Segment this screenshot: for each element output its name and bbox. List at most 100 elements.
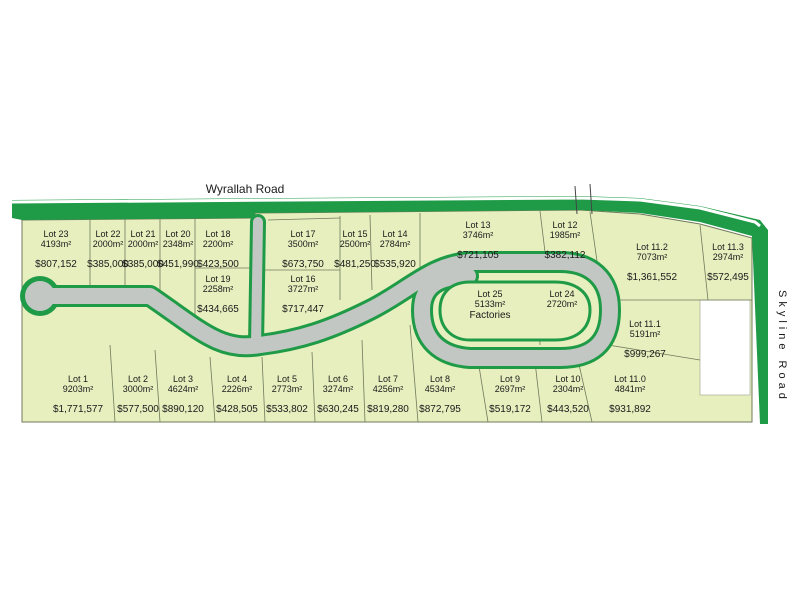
lot-price: $443,520 bbox=[547, 404, 589, 415]
lot-name: Lot 16 bbox=[290, 274, 315, 284]
lot-price: $577,500 bbox=[117, 404, 159, 415]
lot-area: 7073m² bbox=[637, 252, 668, 262]
lot-name: Lot 10 bbox=[555, 374, 580, 384]
lot-name: Lot 5 bbox=[277, 374, 297, 384]
lot-name: Lot 11.0 bbox=[614, 374, 646, 384]
lot-price: $1,361,552 bbox=[627, 272, 677, 283]
lot-price: $423,500 bbox=[197, 259, 239, 270]
lot-name: Lot 4 bbox=[227, 374, 247, 384]
lot-name: Lot 6 bbox=[328, 374, 348, 384]
lot-price: $717,447 bbox=[282, 304, 324, 315]
lot-price: $519,172 bbox=[489, 404, 531, 415]
lot-area: 3746m² bbox=[463, 230, 494, 240]
lot-name: Lot 17 bbox=[290, 229, 315, 239]
lot-name: Lot 21 bbox=[130, 229, 155, 239]
lot-price: $535,920 bbox=[374, 259, 416, 270]
lot-name: Lot 22 bbox=[95, 229, 120, 239]
lot-price: $872,795 bbox=[419, 404, 461, 415]
lot-price: $428,505 bbox=[216, 404, 258, 415]
lot-price: $451,990 bbox=[157, 259, 199, 270]
lot-price: $533,802 bbox=[266, 404, 308, 415]
lot-note: Factories bbox=[469, 310, 510, 321]
lot-price: $385,000 bbox=[87, 259, 129, 270]
lot-boundaries bbox=[89, 210, 752, 423]
lot-area: 4256m² bbox=[373, 384, 404, 394]
lot-area: 2500m² bbox=[340, 239, 371, 249]
internal-road bbox=[20, 214, 621, 369]
lot-price: $434,665 bbox=[197, 304, 239, 315]
lot-price: $807,152 bbox=[35, 259, 77, 270]
lot-price: $890,120 bbox=[162, 404, 204, 415]
lot-price: $481,250 bbox=[334, 259, 376, 270]
lot-name: Lot 23 bbox=[43, 229, 68, 239]
lot-price: $673,750 bbox=[282, 259, 324, 270]
lot-area: 2000m² bbox=[93, 239, 124, 249]
lot-area: 3000m² bbox=[123, 384, 154, 394]
lot-name: Lot 1 bbox=[68, 374, 88, 384]
lot-name: Lot 25 bbox=[477, 289, 502, 299]
lot-area: 5191m² bbox=[630, 329, 661, 339]
lot-area: 2773m² bbox=[272, 384, 303, 394]
lot-area: 2000m² bbox=[128, 239, 159, 249]
lot-price: $630,245 bbox=[317, 404, 359, 415]
lot-area: 2348m² bbox=[163, 239, 194, 249]
lot-area: 9203m² bbox=[63, 384, 94, 394]
lot-name: Lot 20 bbox=[165, 229, 190, 239]
lot-area: 3727m² bbox=[288, 284, 319, 294]
lot-area: 2226m² bbox=[222, 384, 253, 394]
lot-name: Lot 8 bbox=[430, 374, 450, 384]
wyrallah-road bbox=[11, 183, 768, 424]
lot-price: $1,771,577 bbox=[53, 404, 103, 415]
lot-name: Lot 11.1 bbox=[629, 319, 661, 329]
lot-name: Lot 11.3 bbox=[712, 242, 744, 252]
lot-name: Lot 18 bbox=[205, 229, 230, 239]
lot-area: 2720m² bbox=[547, 299, 578, 309]
lot-name: Lot 3 bbox=[173, 374, 193, 384]
lot-area: 2784m² bbox=[380, 239, 411, 249]
lot-price: $721,105 bbox=[457, 250, 499, 261]
lot-area: 2697m² bbox=[495, 384, 526, 394]
wyrallah-road-label: Wyrallah Road bbox=[206, 182, 285, 196]
lot-area: 5133m² bbox=[475, 299, 506, 309]
easement-strip bbox=[699, 299, 751, 396]
lot-area: 4193m² bbox=[41, 239, 72, 249]
lot-name: Lot 12 bbox=[552, 220, 577, 230]
lot-area: 4534m² bbox=[425, 384, 456, 394]
lot-price: $999,267 bbox=[624, 349, 666, 360]
lot-area: 2200m² bbox=[203, 239, 234, 249]
lot-area: 2974m² bbox=[713, 252, 744, 262]
lot-area: 3500m² bbox=[288, 239, 319, 249]
lot-price: $819,280 bbox=[367, 404, 409, 415]
lot-name: Lot 9 bbox=[500, 374, 520, 384]
lot-area: 4624m² bbox=[168, 384, 199, 394]
